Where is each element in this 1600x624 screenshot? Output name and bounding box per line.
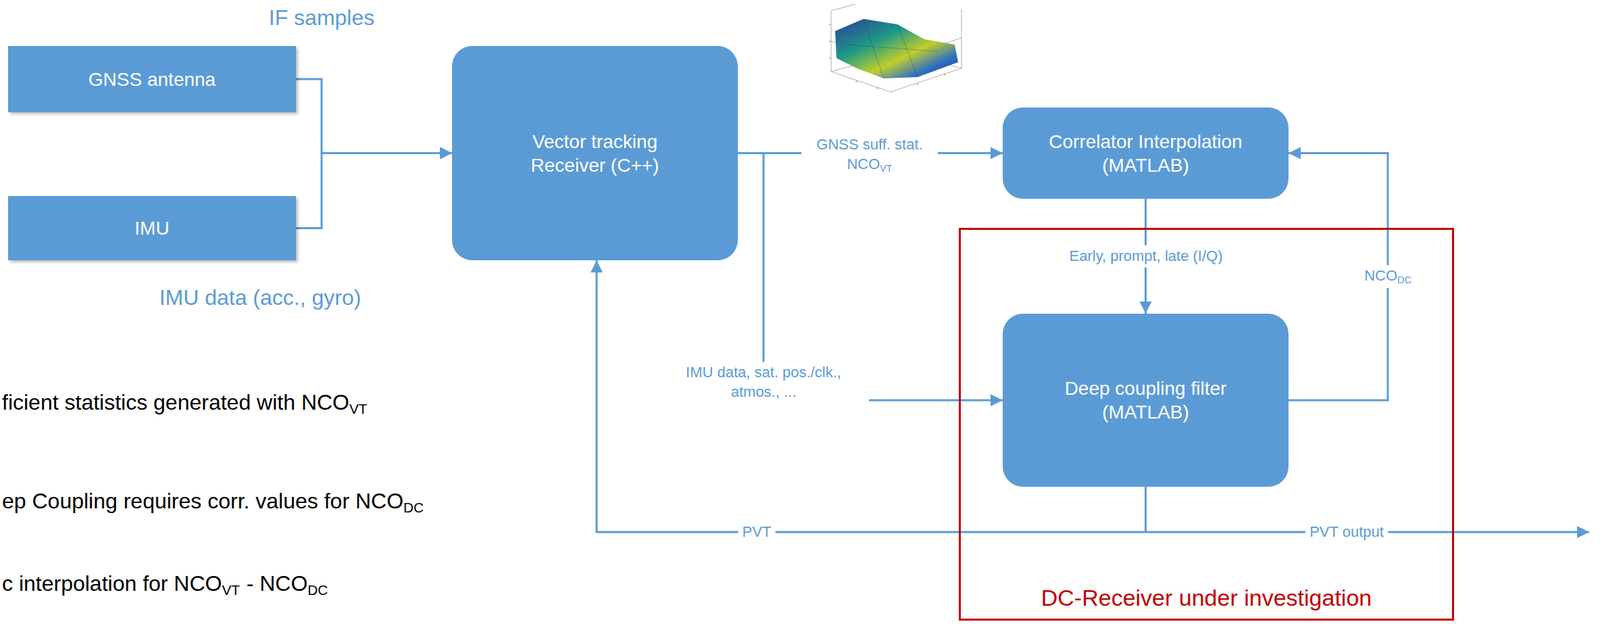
note-text: - NCO: [246, 570, 309, 596]
note-text: PVT output: [1309, 522, 1384, 540]
subscript: VT: [349, 400, 368, 417]
note-text: IMU data (acc., gyro): [159, 285, 362, 310]
annotation: PVT output: [1305, 521, 1388, 542]
process-box: IMU: [8, 195, 296, 261]
subscript: DC: [403, 499, 424, 515]
node-text: DC-Receiver under investigation: [1034, 580, 1379, 615]
edge-label: NCODC: [1360, 264, 1416, 288]
note-text: IF samples: [268, 5, 375, 30]
subscript: DC: [307, 581, 328, 598]
annotation: c interpolation for NCOVT - NCODC: [2, 570, 328, 598]
node-text: IMU: [127, 213, 176, 243]
annotation: ep Coupling requires corr. values for NC…: [2, 488, 424, 516]
process-box: Vector tracking Receiver (C++): [452, 45, 738, 261]
subscript: DC: [1397, 274, 1412, 286]
correlation-surface-plot: [816, 4, 973, 99]
note-text: c interpolation for NCO: [2, 570, 222, 596]
note-text: ficient statistics generated with NCO: [2, 389, 350, 415]
annotation: ficient statistics generated with NCOVT: [2, 389, 368, 417]
edge-label-text: GNSS suff. stat. NCO: [816, 135, 923, 173]
node-text: Correlator Interpolation (MATLAB): [1010, 127, 1282, 180]
process-box: Deep coupling filter (MATLAB): [1002, 313, 1289, 487]
subscript: VT: [879, 162, 892, 174]
node-text: GNSS antenna: [81, 64, 223, 94]
edge-label: IMU data, sat. pos./clk., atmos., ...: [658, 361, 869, 403]
node-text: Deep coupling filter (MATLAB): [1024, 373, 1268, 427]
edge-label-text: NCO: [1364, 266, 1398, 284]
subscript: VT: [221, 581, 240, 598]
node-text: Vector tracking Receiver (C++): [497, 127, 694, 180]
edge-label-text: PVT: [742, 522, 772, 540]
edge-label-text: IMU data, sat. pos./clk., atmos., ...: [685, 363, 842, 400]
edge-label-text: Early, prompt, late (I/Q): [1069, 247, 1223, 265]
process-box: Correlator Interpolation (MATLAB): [1002, 107, 1289, 199]
annotation: IF samples: [268, 5, 375, 31]
connector-arrow: [295, 79, 453, 154]
edge-label: Early, prompt, late (I/Q): [1065, 245, 1228, 268]
connector-arrow: [295, 153, 453, 229]
edge-label: GNSS suff. stat. NCOVT: [801, 133, 938, 176]
edge-label: PVT: [738, 520, 776, 544]
note-text: ep Coupling requires corr. values for NC…: [2, 488, 404, 513]
process-box: GNSS antenna: [8, 45, 296, 113]
annotation: IMU data (acc., gyro): [159, 285, 362, 311]
